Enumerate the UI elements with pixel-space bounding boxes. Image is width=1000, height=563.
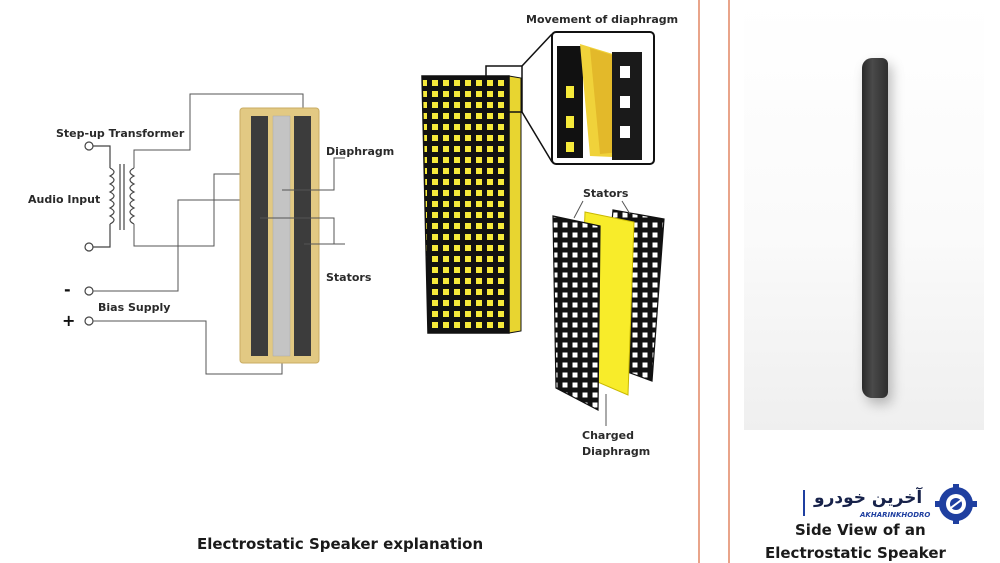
- label-stators-exploded: Stators: [583, 187, 629, 200]
- bias-terminal-minus: [84, 286, 94, 296]
- exploded-view: [552, 209, 665, 411]
- label-minus: -: [64, 280, 71, 299]
- electrostatic-speaker-diagram: [84, 31, 665, 426]
- watermark-logo: آخرین خودرو AKHARINKHODRO: [800, 484, 986, 524]
- label-movement-of-diaphragm: Movement of diaphragm: [526, 13, 679, 26]
- stator-right: [294, 116, 311, 356]
- stator-left: [251, 116, 268, 356]
- audio-terminal-top: [84, 141, 94, 151]
- logo-background: [800, 484, 977, 524]
- zoom-detail: [551, 31, 655, 165]
- audio-terminal-bottom: [84, 242, 94, 252]
- exploded-stator-front: [552, 215, 601, 411]
- label-charged-line2: Diaphragm: [582, 445, 651, 458]
- bias-terminal-plus: [84, 316, 94, 326]
- diaphragm-bar: [272, 115, 291, 357]
- label-stators: Stators: [326, 271, 372, 284]
- left-caption: Electrostatic Speaker explanation: [197, 535, 484, 553]
- label-step-up-transformer: Step-up Transformer: [56, 127, 185, 140]
- label-diaphragm: Diaphragm: [326, 145, 395, 158]
- label-plus: +: [62, 311, 76, 330]
- right-caption-line2: Electrostatic Speaker: [765, 544, 946, 562]
- assembled-panel: [421, 75, 522, 334]
- gear-logo-icon: [935, 484, 977, 524]
- logo-text: آخرین خودرو: [814, 488, 923, 508]
- speaker-side-view: [862, 58, 888, 398]
- panel-divider-right: [728, 0, 730, 563]
- transformer: [93, 145, 136, 248]
- speaker-cross-section: [239, 107, 320, 364]
- right-caption-line1: Side View of an: [795, 521, 926, 539]
- label-audio-input: Audio Input: [28, 193, 101, 206]
- terminals: [84, 141, 94, 326]
- label-charged-line1: Charged: [582, 429, 634, 442]
- label-bias-supply: Bias Supply: [98, 301, 171, 314]
- panel-divider-left: [698, 0, 700, 563]
- zoom-callout: [485, 33, 553, 163]
- logo-subtext: AKHARINKHODRO: [860, 511, 931, 519]
